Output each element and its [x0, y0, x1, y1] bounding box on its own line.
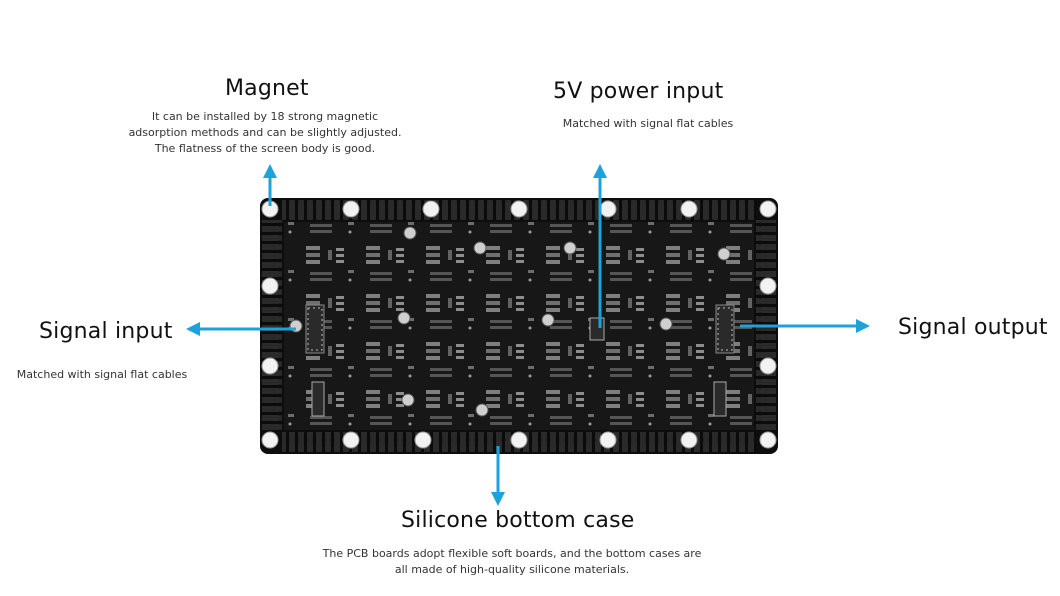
capacitors [289, 226, 731, 417]
magnet [599, 200, 617, 218]
arrow-signal-output-head [856, 319, 870, 333]
bottom-case-title: Silicone bottom case [401, 508, 635, 533]
magnet [510, 431, 528, 449]
bottom-case-desc-line: all made of high-quality silicone materi… [394, 563, 630, 576]
magnet [680, 431, 698, 449]
magnet [759, 357, 777, 375]
magnet [680, 200, 698, 218]
power-desc-line: Matched with signal flat cables [562, 117, 734, 130]
magnet [759, 200, 777, 218]
magnet [422, 200, 440, 218]
bottom-case-desc-line: The PCB boards adopt flexible soft board… [322, 547, 702, 560]
magnet-desc-line: adsorption methods and can be slightly a… [128, 126, 402, 139]
callout-arrows [186, 164, 870, 506]
signal-input-title: Signal input [39, 319, 173, 344]
magnet [510, 200, 528, 218]
power-title: 5V power input [553, 79, 724, 104]
power-description: Matched with signal flat cables [528, 116, 768, 132]
arrow-magnet-head [263, 164, 277, 178]
magnets [261, 200, 777, 449]
magnet [261, 357, 279, 375]
signal-output-title: Signal output [898, 315, 1048, 340]
magnet-desc-line: It can be installed by 18 strong magneti… [151, 110, 379, 123]
signal-input-description: Matched with signal flat cables [0, 367, 204, 383]
magnet [261, 431, 279, 449]
magnet-desc-line: The flatness of the screen body is good. [154, 142, 376, 155]
pcb-board [284, 222, 754, 430]
magnet [342, 200, 360, 218]
magnet [759, 277, 777, 295]
magnet-title: Magnet [225, 76, 309, 101]
arrow-bottom-case-head [491, 492, 505, 506]
arrow-signal-input-head [186, 322, 200, 336]
magnet [414, 431, 432, 449]
bottom-case-description: The PCB boards adopt flexible soft board… [262, 546, 762, 578]
magnet [599, 431, 617, 449]
magnet-description: It can be installed by 18 strong magneti… [115, 109, 415, 157]
magnet [342, 431, 360, 449]
signal-input-desc-line: Matched with signal flat cables [16, 368, 188, 381]
magnet [261, 277, 279, 295]
magnet [759, 431, 777, 449]
arrow-power-head [593, 164, 607, 178]
